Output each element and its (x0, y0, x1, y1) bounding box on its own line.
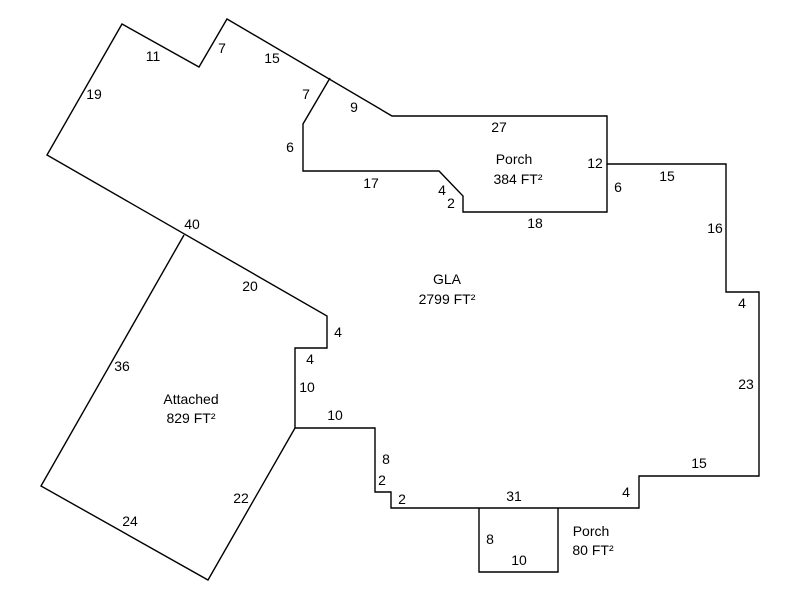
porch-bottom-area: 80 FT² (572, 542, 614, 558)
dimension-label: 15 (691, 455, 707, 471)
dimension-label: 10 (327, 407, 343, 423)
dimension-label: 15 (264, 50, 280, 66)
dimension-label: 4 (738, 295, 746, 311)
dimension-label: 40 (184, 216, 200, 232)
dimension-label: 4 (306, 351, 314, 367)
gla-name: GLA (433, 271, 462, 287)
porch-top-outline (302, 77, 608, 213)
dimension-label: 19 (86, 86, 102, 102)
porch-top-name: Porch (496, 151, 533, 167)
dimension-label: 15 (659, 168, 675, 184)
dimension-label: 7 (302, 86, 310, 102)
dimension-label: 4 (334, 324, 342, 340)
dimension-label: 4 (438, 182, 446, 198)
dimension-label: 6 (614, 179, 622, 195)
dimension-label: 2 (378, 472, 386, 488)
dimension-label: 18 (527, 215, 543, 231)
dimension-label: 24 (122, 513, 138, 529)
dimension-label: 8 (382, 451, 390, 467)
dimension-label: 9 (350, 99, 358, 115)
attached-area: 829 FT² (166, 410, 215, 426)
porch-top-area: 384 FT² (493, 171, 542, 187)
dimension-label: 36 (114, 358, 130, 374)
dimension-label: 7 (218, 40, 226, 56)
dimension-label: 23 (738, 376, 754, 392)
dimension-label: 20 (242, 278, 258, 294)
gla-outline (46, 18, 760, 509)
dimension-label: 27 (491, 119, 507, 135)
dimension-label: 12 (587, 155, 603, 171)
dimension-label: 22 (233, 490, 249, 506)
dimension-label: 8 (486, 531, 494, 547)
dimension-label: 10 (511, 552, 527, 568)
attached-name: Attached (163, 391, 218, 407)
dimension-label: 16 (707, 220, 723, 236)
porch-bottom-outline (478, 508, 559, 573)
dimension-label: 6 (286, 139, 294, 155)
dimension-label: 11 (146, 48, 161, 64)
dimension-label: 2 (447, 195, 455, 211)
dimension-label: 4 (622, 484, 630, 500)
gla-area: 2799 FT² (419, 291, 476, 307)
dimension-label: 31 (506, 488, 522, 504)
dimension-label: 10 (299, 379, 315, 395)
attached-outline (40, 234, 296, 581)
dimension-label: 17 (363, 175, 379, 191)
dimension-label: 2 (398, 491, 406, 507)
porch-bottom-name: Porch (573, 523, 610, 539)
